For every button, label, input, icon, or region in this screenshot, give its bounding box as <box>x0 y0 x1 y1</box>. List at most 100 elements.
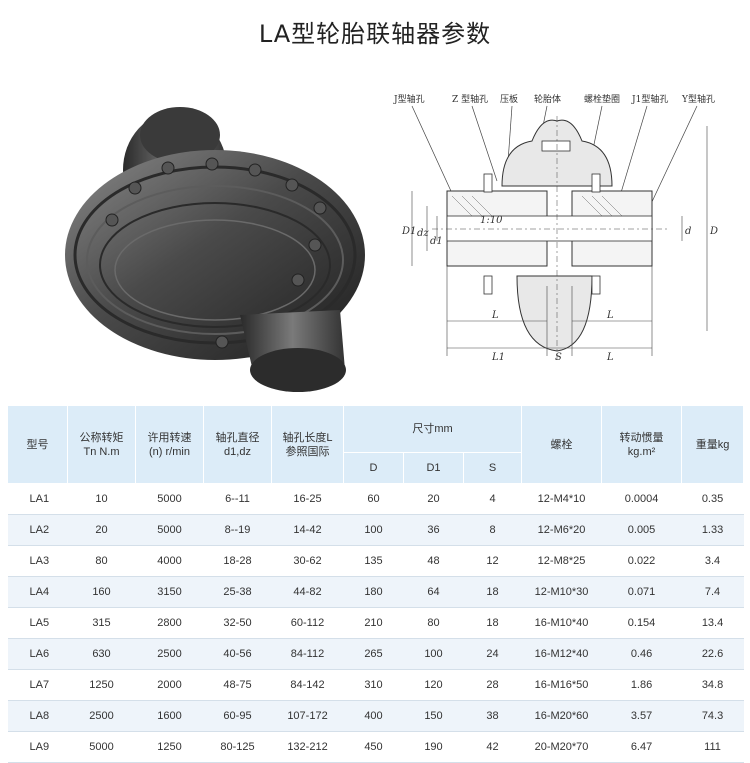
table-cell: 64 <box>403 576 464 608</box>
table-cell: 48-75 <box>203 669 272 701</box>
label-j1-bore: J1型轴孔 <box>631 93 668 105</box>
table-cell: 12-M8*25 <box>521 545 602 577</box>
table-cell: 180 <box>343 576 404 608</box>
table-cell: 32-50 <box>203 607 272 639</box>
table-cell: 80-125 <box>203 731 272 763</box>
dim-L1: L1 <box>491 352 505 363</box>
header-D1: D1 <box>403 452 464 484</box>
table-cell: 8 <box>463 514 522 546</box>
table-cell: 0.022 <box>601 545 682 577</box>
table-cell: 12 <box>463 545 522 577</box>
dim-D: D <box>709 226 718 237</box>
table-cell: 4 <box>463 483 522 515</box>
dim-L-right: L <box>606 310 614 321</box>
table-cell: LA4 <box>7 576 68 608</box>
table-cell: 8--19 <box>203 514 272 546</box>
table-cell: 12-M4*10 <box>521 483 602 515</box>
table-cell: 20 <box>403 483 464 515</box>
table-cell: 13.4 <box>681 607 744 639</box>
header-D: D <box>343 452 404 484</box>
table-cell: 5000 <box>135 514 204 546</box>
table-cell: 60-95 <box>203 700 272 732</box>
table-cell: 0.071 <box>601 576 682 608</box>
table-cell: 48 <box>403 545 464 577</box>
table-cell: LA7 <box>7 669 68 701</box>
table-cell: 5000 <box>67 731 136 763</box>
header-size: 尺寸mm <box>342 405 523 453</box>
table-cell: LA9 <box>7 731 68 763</box>
table-cell: 1250 <box>135 731 204 763</box>
table-cell: 0.35 <box>681 483 744 515</box>
cross-section-diagram: J型轴孔 Z 型轴孔 压板 轮胎体 螺栓垫圈 J1型轴孔 Y型轴孔 1:10 <box>393 93 718 363</box>
table-cell: 2500 <box>67 700 136 732</box>
table-cell: 3150 <box>135 576 204 608</box>
table-cell: 0.154 <box>601 607 682 639</box>
table-cell: 111 <box>681 731 744 763</box>
table-cell: 310 <box>343 669 404 701</box>
header-weight: 重量kg <box>681 405 745 484</box>
table-cell: 1600 <box>135 700 204 732</box>
table-cell: 16-25 <box>271 483 344 515</box>
table-cell: 24 <box>463 638 522 670</box>
table-cell: 18 <box>463 576 522 608</box>
table-cell: LA5 <box>7 607 68 639</box>
table-cell: 14-42 <box>271 514 344 546</box>
table-cell: 120 <box>403 669 464 701</box>
coupling-photo <box>65 107 365 392</box>
table-cell: 28 <box>463 669 522 701</box>
dim-d: d <box>685 226 691 237</box>
table-cell: 160 <box>67 576 136 608</box>
table-cell: 6--11 <box>203 483 272 515</box>
dim-D1: D1 <box>401 226 416 237</box>
table-cell: 16-M16*50 <box>521 669 602 701</box>
label-y-bore: Y型轴孔 <box>681 93 715 105</box>
table-cell: LA1 <box>7 483 68 515</box>
table-cell: 80 <box>403 607 464 639</box>
table-cell: 84-112 <box>271 638 344 670</box>
table-cell: 16-M20*60 <box>521 700 602 732</box>
table-cell: 60 <box>343 483 404 515</box>
dim-L-bottom: L <box>606 352 614 363</box>
table-cell: 2800 <box>135 607 204 639</box>
table-cell: 16-M10*40 <box>521 607 602 639</box>
label-z-bore: Z 型轴孔 <box>452 93 488 105</box>
table-cell: 1.86 <box>601 669 682 701</box>
table-cell: 450 <box>343 731 404 763</box>
table-cell: 0.005 <box>601 514 682 546</box>
table-cell: 44-82 <box>271 576 344 608</box>
table-cell: 30-62 <box>271 545 344 577</box>
table-cell: 107-172 <box>271 700 344 732</box>
table-cell: 150 <box>403 700 464 732</box>
table-cell: 36 <box>403 514 464 546</box>
table-cell: 18-28 <box>203 545 272 577</box>
table-cell: 190 <box>403 731 464 763</box>
table-cell: 315 <box>67 607 136 639</box>
table-cell: 12-M10*30 <box>521 576 602 608</box>
table-cell: 60-112 <box>271 607 344 639</box>
table-cell: 42 <box>463 731 522 763</box>
table-cell: 210 <box>343 607 404 639</box>
table-cell: 2500 <box>135 638 204 670</box>
diagram-labels: J型轴孔 Z 型轴孔 压板 轮胎体 螺栓垫圈 J1型轴孔 Y型轴孔 <box>393 93 715 105</box>
table-cell: 1250 <box>67 669 136 701</box>
table-cell: 4000 <box>135 545 204 577</box>
table-cell: 7.4 <box>681 576 744 608</box>
table-cell: LA3 <box>7 545 68 577</box>
table-cell: 18 <box>463 607 522 639</box>
dim-S: S <box>555 352 562 363</box>
table-cell: 3.57 <box>601 700 682 732</box>
table-cell: 1.33 <box>681 514 744 546</box>
label-tire: 轮胎体 <box>534 93 561 105</box>
table-cell: 12-M6*20 <box>521 514 602 546</box>
